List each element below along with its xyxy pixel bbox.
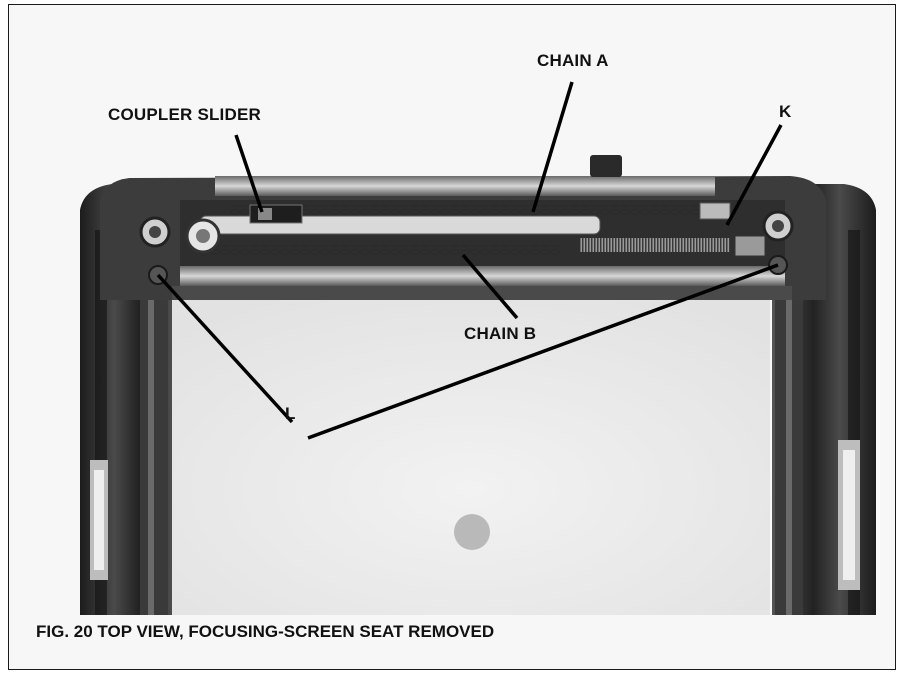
chain-b [210,245,560,255]
focusing-screen-opening [170,300,770,615]
label-coupler-slider: COUPLER SLIDER [108,105,261,124]
leader-line-chain-b [461,253,519,320]
coupler-slider-block [249,204,303,224]
chain-a [230,205,705,215]
leader-line-k [725,124,783,226]
figure-caption: FIG. 20 TOP VIEW, FOCUSING-SCREEN SEAT R… [36,622,495,641]
top-rail [215,176,715,196]
top-knob [590,155,622,177]
label-chain-a: CHAIN A [537,51,609,70]
label-k: K [779,102,792,121]
leader-line-l-left [156,273,294,424]
spring-k [580,238,730,252]
center-dot [454,514,490,550]
leader-line-coupler-slider [234,134,264,213]
leader-line-chain-a [531,81,574,213]
label-chain-b: CHAIN B [464,324,537,343]
leader-line-l-right [307,263,779,440]
label-l: L [285,404,296,423]
